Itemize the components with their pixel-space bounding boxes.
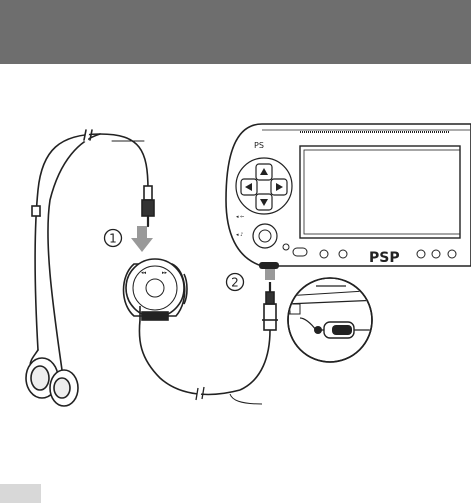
psp-logo-text: PSP bbox=[369, 250, 400, 266]
remote-control-icon: ◂◂ ▸▸ bbox=[124, 259, 241, 394]
svg-text:▸▸: ▸▸ bbox=[162, 270, 168, 276]
page-tab bbox=[0, 484, 41, 503]
step-2-badge: 2 bbox=[227, 274, 244, 291]
svg-text:PS: PS bbox=[254, 141, 264, 150]
svg-text:◂◂: ◂◂ bbox=[141, 270, 147, 276]
plug-icon bbox=[240, 282, 278, 390]
svg-text:◂ ♪: ◂ ♪ bbox=[236, 232, 243, 238]
svg-text:◂ ⇐: ◂ ⇐ bbox=[236, 214, 244, 220]
step-2-number: 2 bbox=[231, 276, 239, 290]
step-1-number: 1 bbox=[109, 232, 117, 246]
headphone-jack-icon bbox=[286, 278, 380, 362]
psp-console-icon: PS ◂ ⇐ ◂ ♪ PSP bbox=[226, 124, 471, 269]
step-1-badge: 1 bbox=[105, 230, 122, 247]
cable-break bbox=[196, 387, 262, 404]
arrow-down-icon bbox=[131, 226, 153, 252]
